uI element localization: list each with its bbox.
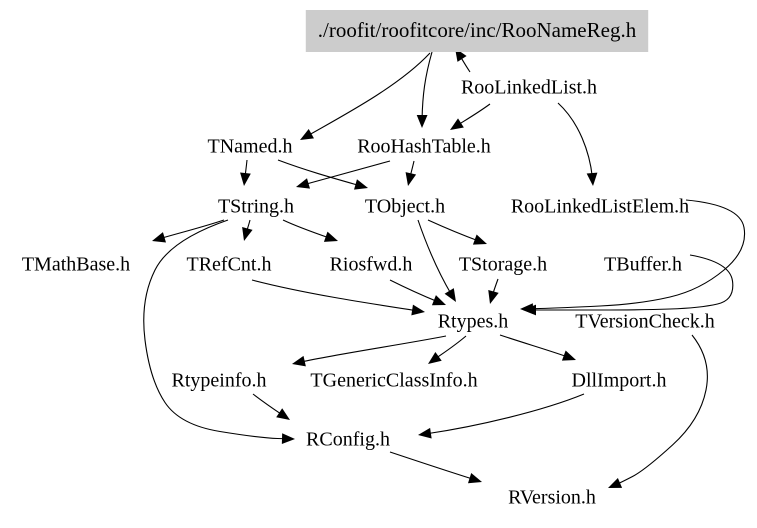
graph-edge <box>151 219 225 242</box>
node-label-tmathbase: TMathBase.h <box>22 254 130 276</box>
edge-arrowhead <box>418 427 432 439</box>
edge-arrowhead <box>488 290 499 304</box>
graph-edge <box>243 159 248 187</box>
graph-edge <box>295 160 391 188</box>
graph-node-tnamed[interactable]: TNamed.h <box>208 136 293 158</box>
node-label-tbuffer: TBuffer.h <box>604 254 682 276</box>
graph-edge <box>251 279 426 313</box>
graph-edge <box>421 51 433 129</box>
node-label-riosfwd: Riosfwd.h <box>330 254 413 276</box>
edge-arrowhead <box>416 114 428 128</box>
edge-arrowhead <box>523 304 536 316</box>
node-label-tstorage: TStorage.h <box>459 254 547 276</box>
edge-arrowhead <box>428 352 442 364</box>
graph-node-tobject[interactable]: TObject.h <box>365 196 445 218</box>
node-label-roolinkedlist: RooLinkedList.h <box>461 77 597 99</box>
graph-edge <box>557 102 594 187</box>
edge-arrowhead <box>300 128 314 140</box>
edge-arrowhead <box>472 234 487 245</box>
graph-edge <box>282 219 339 242</box>
node-label-rversion: RVersion.h <box>508 487 596 509</box>
edge-arrowhead <box>296 178 310 189</box>
node-label-tversioncheck: TVersionCheck.h <box>575 311 714 333</box>
graph-edge <box>389 451 483 483</box>
node-label-roohashtable: RooHashTable.h <box>357 136 491 158</box>
graph-edge <box>417 393 585 436</box>
edge-layer <box>143 47 746 489</box>
edge-arrowhead <box>431 295 446 306</box>
graph-node-roolinkedlist[interactable]: RooLinkedList.h <box>461 77 597 99</box>
edge-arrowhead <box>281 433 295 445</box>
graph-edge <box>277 159 369 189</box>
node-label-root: ./roofit/roofitcore/inc/RooNameReg.h <box>318 18 637 42</box>
node-label-rtypes: Rtypes.h <box>438 311 509 333</box>
node-label-rtypeinfo: Rtypeinfo.h <box>172 370 267 392</box>
graph-node-rconfig[interactable]: RConfig.h <box>306 429 390 451</box>
graph-node-root[interactable]: ./roofit/roofitcore/inc/RooNameReg.h <box>305 10 649 52</box>
graph-node-tgenericclassinfo[interactable]: TGenericClassInfo.h <box>310 370 477 392</box>
node-label-tstring: TString.h <box>218 196 294 218</box>
graph-edge <box>449 103 491 131</box>
edge-arrowhead <box>152 232 166 243</box>
edge-arrowhead <box>586 172 598 186</box>
graph-node-tbuffer[interactable]: TBuffer.h <box>604 254 682 276</box>
node-label-tnamed: TNamed.h <box>208 136 293 158</box>
graph-node-rversion[interactable]: RVersion.h <box>508 487 596 509</box>
graph-edge <box>417 219 457 303</box>
edge-arrowhead <box>323 231 338 242</box>
edge-arrowhead <box>292 355 306 367</box>
node-label-trefcnt: TRefCnt.h <box>187 254 272 276</box>
edge-arrowhead <box>242 227 253 241</box>
edge-arrowhead <box>354 179 368 190</box>
edge-arrowhead <box>276 408 290 420</box>
graph-node-roolinkedlistelem[interactable]: RooLinkedListElem.h <box>511 196 689 218</box>
graph-edge <box>252 393 291 421</box>
graph-edge <box>299 52 431 141</box>
graph-edge <box>499 334 577 361</box>
edge-arrowhead <box>240 172 251 186</box>
edge-arrowhead <box>411 304 425 316</box>
graph-node-tversioncheck[interactable]: TVersionCheck.h <box>575 311 714 333</box>
edge-arrowhead <box>467 472 482 484</box>
node-layer: ./roofit/roofitcore/inc/RooNameReg.hRooL… <box>22 10 715 509</box>
node-label-tgenericclassinfo: TGenericClassInfo.h <box>310 370 477 392</box>
root-node-background <box>305 10 649 52</box>
graph-node-tstring[interactable]: TString.h <box>218 196 294 218</box>
graph-node-rtypes[interactable]: Rtypes.h <box>438 311 509 333</box>
graph-node-roohashtable[interactable]: RooHashTable.h <box>357 136 491 158</box>
node-label-dllimport: DllImport.h <box>572 370 667 392</box>
graph-node-tmathbase[interactable]: TMathBase.h <box>22 254 130 276</box>
graph-edge <box>427 335 467 365</box>
edge-arrowhead <box>561 350 576 361</box>
node-label-tobject: TObject.h <box>365 196 445 218</box>
graph-edge <box>607 334 708 489</box>
graph-node-rtypeinfo[interactable]: Rtypeinfo.h <box>172 370 267 392</box>
edge-arrowhead <box>608 477 623 488</box>
graph-node-trefcnt[interactable]: TRefCnt.h <box>187 254 272 276</box>
graph-node-riosfwd[interactable]: Riosfwd.h <box>330 254 413 276</box>
edge-arrowhead <box>450 118 464 130</box>
graph-node-tstorage[interactable]: TStorage.h <box>459 254 547 276</box>
graph-edge <box>519 199 746 310</box>
edge-arrowhead <box>444 288 456 302</box>
graph-edge <box>143 219 296 440</box>
edge-arrowhead <box>405 172 417 186</box>
node-label-roolinkedlistelem: RooLinkedListElem.h <box>511 196 689 218</box>
graph-edge <box>291 335 447 365</box>
graph-edge <box>407 160 415 187</box>
graph-edge <box>523 254 734 311</box>
graph-node-dllimport[interactable]: DllImport.h <box>572 370 667 392</box>
graph-edge <box>389 279 447 306</box>
graph-edge <box>427 219 488 245</box>
node-label-rconfig: RConfig.h <box>306 429 390 451</box>
